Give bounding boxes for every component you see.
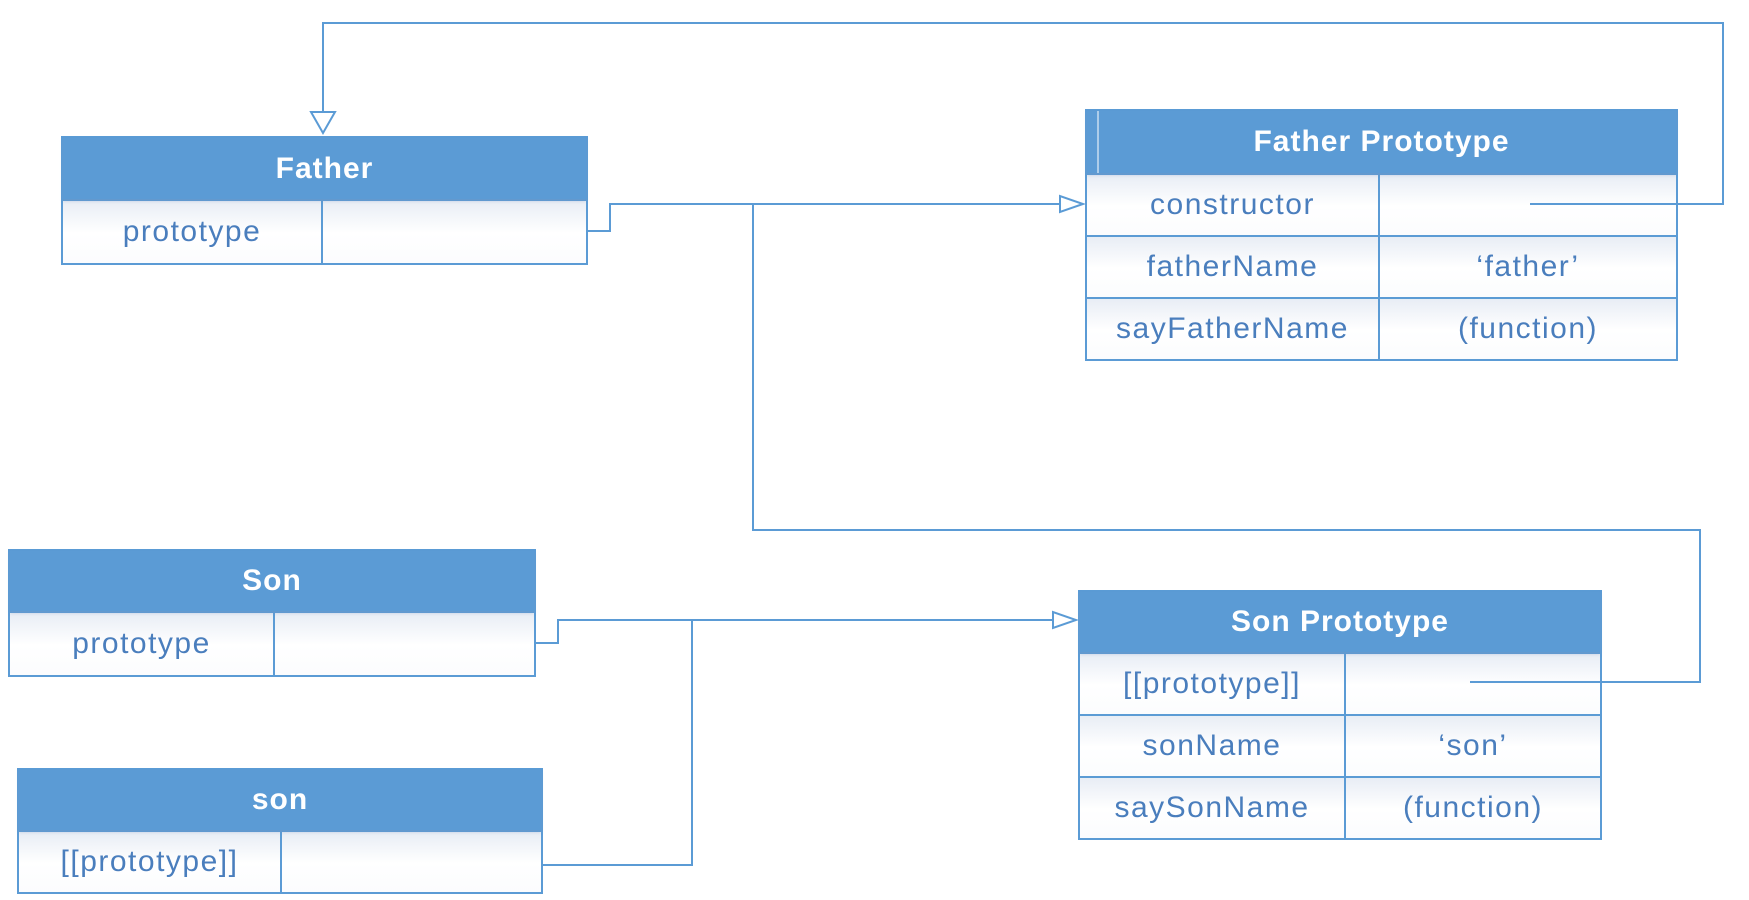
field-label: saySonName <box>1080 778 1346 838</box>
field-label: fatherName <box>1087 237 1380 297</box>
edge-son-instance-to-son-prototype <box>543 621 693 866</box>
entity-father: Father prototype <box>61 136 588 265</box>
entity-father-title: Father <box>63 138 586 199</box>
arrowhead-down-into-father <box>309 111 337 136</box>
field-value <box>1380 175 1676 235</box>
entity-son-prototype-row-sonname: sonName ‘son’ <box>1080 714 1600 776</box>
field-label: prototype <box>10 613 275 675</box>
header-left-notch-line <box>1097 111 1099 173</box>
entity-father-row-prototype: prototype <box>63 199 586 263</box>
entity-son-prototype-title: Son Prototype <box>1080 592 1600 652</box>
entity-son-instance-row-prototype: [[prototype]] <box>19 830 541 892</box>
entity-father-prototype: Father Prototype constructor fatherName … <box>1085 109 1678 361</box>
entity-son-prototype-row-prototype: [[prototype]] <box>1080 652 1600 714</box>
field-value <box>323 201 586 263</box>
entity-son-prototype: Son Prototype [[prototype]] sonName ‘son… <box>1078 590 1602 840</box>
field-label: [[prototype]] <box>19 832 282 892</box>
field-value <box>1346 654 1600 714</box>
entity-father-prototype-title: Father Prototype <box>1087 111 1676 173</box>
entity-father-prototype-row-sayfathername: sayFatherName (function) <box>1087 297 1676 359</box>
field-label: [[prototype]] <box>1080 654 1346 714</box>
entity-son-prototype-row-saysonname: saySonName (function) <box>1080 776 1600 838</box>
edge-son-prototype-field-to-son-prototype <box>536 619 1053 644</box>
field-value <box>282 832 541 892</box>
field-label: sayFatherName <box>1087 299 1380 359</box>
entity-son-row-prototype: prototype <box>10 611 534 675</box>
field-value: ‘father’ <box>1380 237 1676 297</box>
field-value: (function) <box>1380 299 1676 359</box>
entity-father-prototype-row-constructor: constructor <box>1087 173 1676 235</box>
edge-father-prototype-field-to-father-prototype <box>588 203 1060 232</box>
arrowhead-right-into-son-prototype <box>1052 610 1080 630</box>
field-value: ‘son’ <box>1346 716 1600 776</box>
entity-son-title: Son <box>10 551 534 611</box>
entity-father-prototype-row-fathername: fatherName ‘father’ <box>1087 235 1676 297</box>
field-label: sonName <box>1080 716 1346 776</box>
field-label: constructor <box>1087 175 1380 235</box>
field-value <box>275 613 534 675</box>
field-label: prototype <box>63 201 323 263</box>
field-value: (function) <box>1346 778 1600 838</box>
entity-son: Son prototype <box>8 549 536 677</box>
entity-son-instance: son [[prototype]] <box>17 768 543 894</box>
entity-son-instance-title: son <box>19 770 541 830</box>
arrowhead-right-into-father-prototype <box>1059 194 1087 214</box>
